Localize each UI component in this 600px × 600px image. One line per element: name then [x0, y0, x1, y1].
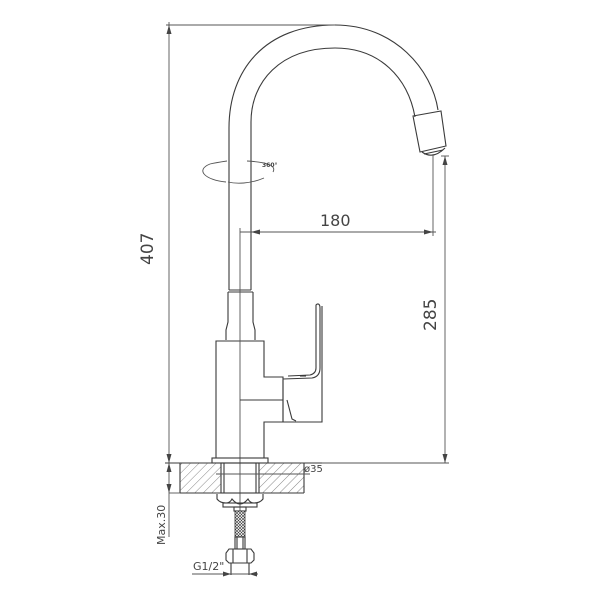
connection-thread-label: G1/2": [193, 560, 225, 573]
swivel-spout: [228, 24, 439, 290]
hole-diameter-label: ø35: [304, 464, 323, 475]
dimension-spout-reach: [240, 155, 436, 236]
dimension-total-height: [166, 22, 335, 463]
spout-collar: [225, 289, 256, 340]
spout-height-label: 285: [421, 298, 441, 331]
total-height-label: 407: [138, 232, 158, 265]
flexible-hose: [233, 506, 247, 550]
swivel-angle-label: 360°: [262, 162, 278, 169]
hose-connector: [225, 548, 255, 575]
countertop-section: [165, 462, 322, 494]
single-lever-handle: [282, 303, 323, 423]
dimension-spout-height: [322, 155, 449, 464]
dimension-max-thickness: [166, 463, 180, 537]
dimension-connection-thread: [192, 571, 258, 577]
aerator: [412, 110, 447, 156]
spout-reach-label: 180: [320, 211, 351, 230]
max-thickness-label: Max.30: [155, 504, 168, 545]
swivel-indicator: 360°: [202, 160, 278, 184]
